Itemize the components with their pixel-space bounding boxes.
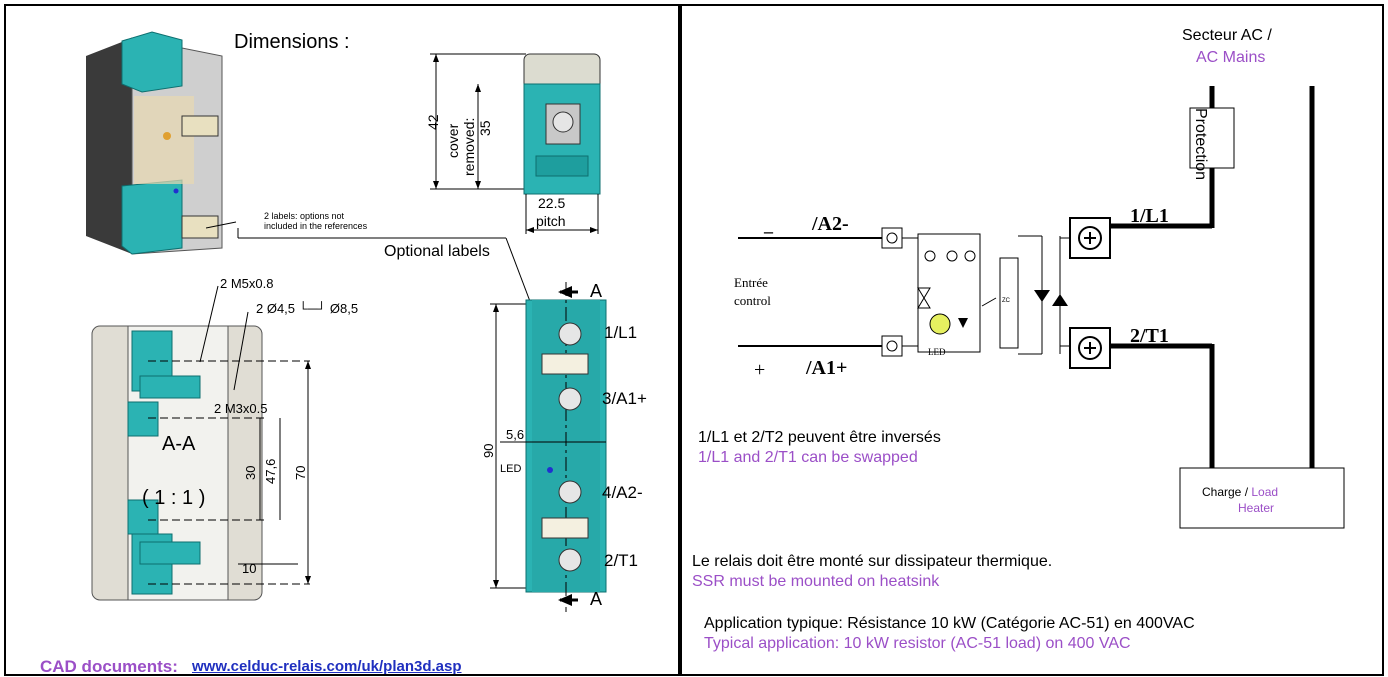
dimensions-panel: Dimensions : 42 cover removed: 35 22.5 p… [4, 4, 680, 676]
section-a-bottom: A [590, 589, 603, 609]
a1-terminal: /A1+ [806, 357, 848, 379]
m3-thread: 2 M3x0.5 [214, 401, 268, 416]
mains-en: AC Mains [1196, 49, 1266, 66]
hole-spec: 2 Ø4,5 └─┘ Ø8,5 [256, 301, 359, 316]
section-a-top: A [590, 281, 603, 301]
side-section-drawing [91, 285, 311, 601]
charge-heater: Heater [1238, 501, 1275, 515]
plus-sign: + [754, 359, 766, 381]
wiring-panel: Secteur AC / AC Mains [680, 4, 1384, 676]
dim-30: 30 [243, 465, 258, 480]
scale-label: ( 1 : 1 ) [142, 487, 206, 509]
dimensions-title: Dimensions : [234, 31, 350, 53]
protection-label: Protection [1192, 108, 1209, 181]
entry-label-2: control [734, 293, 771, 308]
m5-thread: 2 M5x0.8 [220, 276, 274, 291]
swap-note-fr: 1/L1 et 2/T2 peuvent être inversés [698, 429, 941, 446]
section-label: A-A [162, 433, 196, 455]
a2-terminal: /A2- [812, 213, 849, 235]
zc-text: ZC [1002, 298, 1010, 304]
heatsink-fr: Le relais doit être monté sur dissipateu… [692, 553, 1053, 570]
charge-fr: Charge / [1202, 485, 1252, 499]
cover-removed-3: 35 [477, 120, 493, 136]
terminal-3-a1: 3/A1+ [602, 389, 647, 408]
pitch-label: pitch [536, 213, 566, 229]
optional-labels: Optional labels [384, 243, 490, 260]
application-en: Typical application: 10 kW resistor (AC-… [704, 635, 1131, 652]
dim-90: 90 [481, 443, 496, 458]
terminal-4-a2: 4/A2- [602, 483, 643, 502]
application-fr: Application typique: Résistance 10 kW (C… [704, 615, 1195, 632]
label-leader-lines [206, 221, 532, 305]
charge-label: Charge / Load [1202, 486, 1278, 498]
dim-70: 70 [293, 465, 308, 480]
charge-load: Load [1251, 485, 1279, 499]
entry-label-1: Entrée [734, 275, 768, 290]
mains-fr: Secteur AC / [1182, 27, 1272, 44]
minus-sign: – [764, 221, 773, 241]
swap-note-en: 1/L1 and 2/T1 can be swapped [698, 449, 918, 466]
cad-label: CAD documents: [40, 657, 178, 676]
led-text: LED [928, 347, 946, 357]
wiring-schematic [738, 86, 1345, 529]
label-note-1: 2 labels: options not [264, 211, 345, 221]
top-view-drawing [430, 53, 601, 234]
heatsink-en: SSR must be mounted on heatsink [692, 573, 940, 590]
led-label: LED [500, 463, 522, 475]
front-view-drawing [490, 282, 607, 612]
dim-47-6: 47,6 [263, 458, 278, 484]
l1-terminal: 1/L1 [1130, 205, 1169, 227]
pitch-value: 22.5 [538, 195, 566, 211]
cover-removed-2: removed: [461, 117, 477, 176]
cad-link[interactable]: www.celduc-relais.com/uk/plan3d.asp [192, 658, 462, 675]
relay-3d-render [86, 31, 223, 255]
height-42: 42 [425, 114, 441, 130]
t1-terminal: 2/T1 [1130, 325, 1169, 347]
dim-10: 10 [242, 561, 257, 576]
dim-5-6: 5,6 [506, 427, 525, 442]
cover-removed-1: cover [445, 123, 461, 158]
terminal-1-l1: 1/L1 [604, 323, 638, 342]
terminal-2-t1: 2/T1 [604, 551, 639, 570]
label-note-2: included in the references [264, 221, 368, 231]
